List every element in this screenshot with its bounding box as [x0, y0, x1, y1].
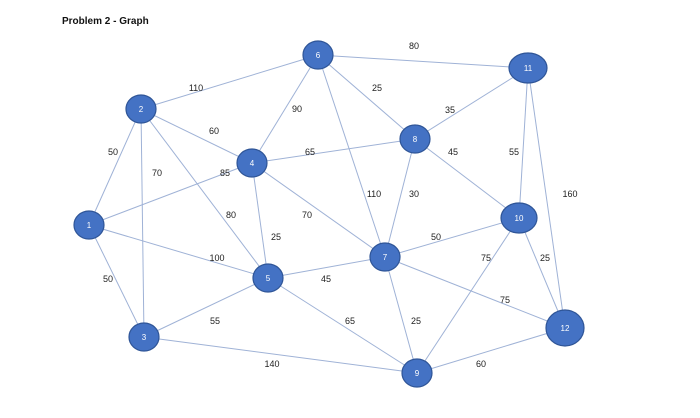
edge-weight-2-1: 50 — [108, 147, 118, 157]
edge-weights-layer: 8011090251103555160605070806585257030451… — [103, 41, 578, 369]
edge-weight-8-7: 30 — [409, 189, 419, 199]
edge-4-5 — [251, 162, 269, 279]
edge-5-9 — [267, 277, 418, 374]
edge-1-3 — [88, 224, 145, 338]
node-label-7: 7 — [383, 253, 388, 262]
node-6 — [302, 40, 334, 70]
edge-2-5 — [140, 108, 269, 279]
node-label-6: 6 — [316, 51, 321, 60]
node-8 — [399, 124, 431, 154]
node-2 — [125, 94, 157, 124]
node-label-2: 2 — [139, 105, 144, 114]
edge-10-9 — [416, 217, 520, 374]
edge-weight-4-7: 70 — [302, 210, 312, 220]
edge-weight-2-3: 70 — [152, 168, 162, 178]
node-1 — [73, 210, 105, 240]
edge-weight-6-4: 90 — [292, 104, 302, 114]
edge-7-9 — [384, 256, 418, 374]
edge-9-12 — [416, 327, 566, 374]
edge-4-7 — [251, 162, 386, 258]
edge-weight-2-6: 110 — [189, 83, 203, 93]
edge-weight-7-9: 25 — [411, 316, 421, 326]
edge-4-1 — [88, 162, 253, 226]
edge-11-12 — [527, 67, 566, 329]
edge-weight-8-10: 45 — [448, 147, 458, 157]
node-label-3: 3 — [142, 333, 147, 342]
edge-7-12 — [384, 256, 566, 329]
edge-5-3 — [143, 277, 269, 338]
node-label-8: 8 — [413, 135, 418, 144]
edge-weight-11-12: 160 — [562, 189, 577, 199]
edge-weight-5-3: 55 — [210, 316, 220, 326]
edge-weight-6-11: 80 — [409, 41, 419, 51]
edge-weight-7-10: 50 — [431, 232, 441, 242]
node-10 — [500, 202, 538, 234]
edge-weight-5-9: 65 — [345, 316, 355, 326]
node-4 — [236, 148, 268, 178]
edge-2-4 — [140, 108, 253, 164]
edge-6-8 — [317, 54, 416, 140]
edge-2-1 — [88, 108, 142, 226]
edge-weight-6-7: 110 — [367, 189, 381, 199]
edge-weight-4-1: 85 — [220, 168, 230, 178]
page-title: Problem 2 - Graph — [62, 16, 149, 27]
edge-2-3 — [140, 108, 145, 338]
edge-11-8 — [414, 67, 529, 140]
node-label-12: 12 — [561, 324, 570, 333]
edge-7-10 — [384, 217, 520, 258]
edge-10-12 — [518, 217, 566, 329]
node-label-10: 10 — [515, 214, 524, 223]
edge-weight-3-9: 140 — [264, 359, 279, 369]
edge-1-5 — [88, 224, 269, 279]
edge-weight-4-5: 25 — [271, 232, 281, 242]
edge-6-4 — [251, 54, 319, 164]
edge-6-11 — [317, 54, 529, 69]
edge-weight-6-8: 25 — [372, 83, 382, 93]
edge-weight-11-8: 35 — [445, 105, 455, 115]
edge-8-10 — [414, 138, 520, 219]
edge-weight-1-5: 100 — [209, 253, 224, 263]
edge-11-10 — [518, 67, 529, 219]
node-11 — [508, 52, 548, 84]
node-label-9: 9 — [415, 369, 420, 378]
edge-weight-9-12: 60 — [476, 359, 486, 369]
edge-5-7 — [267, 256, 386, 279]
edge-weight-5-7: 45 — [321, 274, 331, 284]
edges-layer — [88, 54, 566, 374]
node-label-11: 11 — [524, 64, 533, 73]
edge-3-9 — [143, 336, 418, 374]
node-3 — [128, 322, 160, 352]
node-9 — [401, 358, 433, 388]
edge-weight-4-8: 65 — [305, 147, 315, 157]
edge-6-7 — [317, 54, 386, 258]
node-12 — [545, 309, 585, 347]
edge-4-8 — [251, 138, 416, 164]
node-label-5: 5 — [266, 274, 271, 283]
edge-weight-1-3: 50 — [103, 274, 113, 284]
edge-weight-2-4: 60 — [209, 126, 219, 136]
node-5 — [252, 263, 284, 293]
edge-2-6 — [140, 54, 319, 110]
edge-8-7 — [384, 138, 416, 258]
edge-weight-7-12: 75 — [500, 295, 510, 305]
node-7 — [369, 242, 401, 272]
edge-weight-2-5: 80 — [226, 210, 236, 220]
node-label-4: 4 — [250, 159, 255, 168]
edge-weight-10-9: 75 — [481, 253, 491, 263]
node-label-1: 1 — [87, 221, 92, 230]
edge-weight-11-10: 55 — [509, 147, 519, 157]
edge-weight-10-12: 25 — [540, 253, 550, 263]
